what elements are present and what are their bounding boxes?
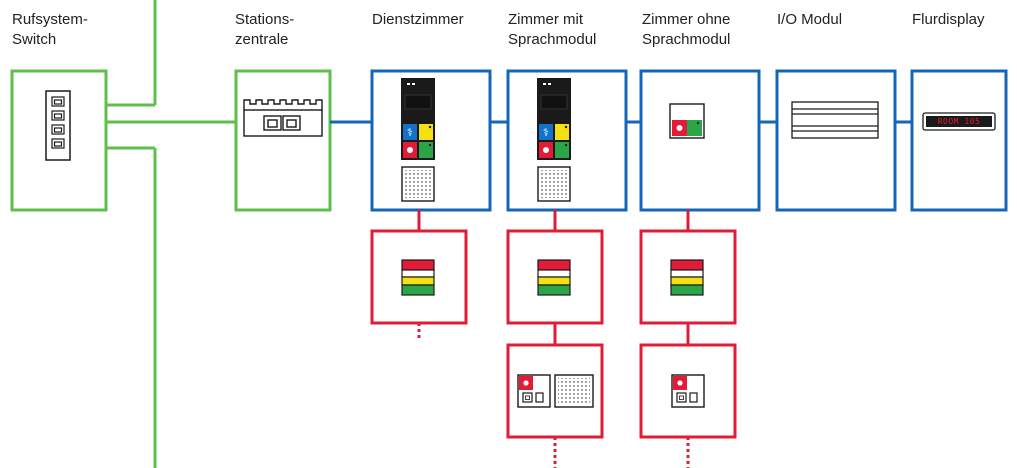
call-terminal-icon: ⚕ bbox=[401, 78, 435, 160]
pull-cord-icon bbox=[671, 374, 705, 408]
ethernet-port-icon bbox=[51, 96, 65, 149]
label-station: Stations- zentrale bbox=[235, 11, 295, 48]
flurdisplay-box bbox=[910, 69, 1008, 212]
status-lamp-icon bbox=[401, 259, 435, 296]
io-module-icon bbox=[791, 101, 879, 139]
led-display-icon bbox=[922, 112, 996, 131]
svg-text:⚕: ⚕ bbox=[543, 126, 549, 139]
speaker-grille-icon bbox=[401, 166, 435, 202]
status-lamp-icon bbox=[537, 259, 571, 296]
room-links bbox=[417, 210, 690, 345]
io-modul-box bbox=[775, 69, 897, 212]
dienstzimmer-box: ⚕ bbox=[370, 69, 492, 212]
bath-unit-ohne bbox=[639, 343, 737, 439]
switch-box bbox=[10, 69, 108, 212]
flurdisplay-text: ROOM 105 bbox=[937, 117, 981, 126]
label-switch: Rufsystem- Switch bbox=[12, 11, 88, 48]
call-terminal-icon: ⚕ bbox=[537, 78, 571, 160]
label-zimmer-mit-sprachmodul: Zimmer mit Sprachmodul bbox=[508, 11, 597, 48]
svg-text:⚕: ⚕ bbox=[407, 126, 413, 139]
ethernet-port-icon bbox=[263, 115, 301, 131]
zimmer-ohne-sprachmodul-box bbox=[639, 69, 761, 212]
label-dienstzimmer: Dienstzimmer bbox=[372, 11, 464, 28]
continuation-dots bbox=[417, 323, 690, 468]
status-lamp-icon bbox=[670, 259, 704, 296]
switch-network bbox=[106, 0, 236, 468]
bath-unit-sprach bbox=[506, 343, 604, 439]
lamp-box-sprach bbox=[506, 229, 604, 325]
lamp-box-ohne bbox=[639, 229, 737, 325]
nurse-call-icon bbox=[669, 103, 705, 139]
station-device bbox=[243, 99, 323, 137]
zimmer-mit-sprachmodul-box: ⚕ bbox=[506, 69, 628, 212]
speaker-grille-icon bbox=[537, 166, 571, 202]
label-io-modul: I/O Modul bbox=[777, 11, 843, 28]
label-zimmer-ohne-sprachmodul: Zimmer ohne Sprachmodul bbox=[642, 11, 731, 48]
label-flurdisplay: Flurdisplay bbox=[912, 11, 985, 28]
speaker-grille-icon bbox=[554, 374, 594, 408]
lamp-box-dienst bbox=[370, 229, 468, 325]
station-box bbox=[234, 69, 332, 212]
switch-port-panel bbox=[45, 90, 71, 161]
pull-cord-icon bbox=[517, 374, 551, 408]
